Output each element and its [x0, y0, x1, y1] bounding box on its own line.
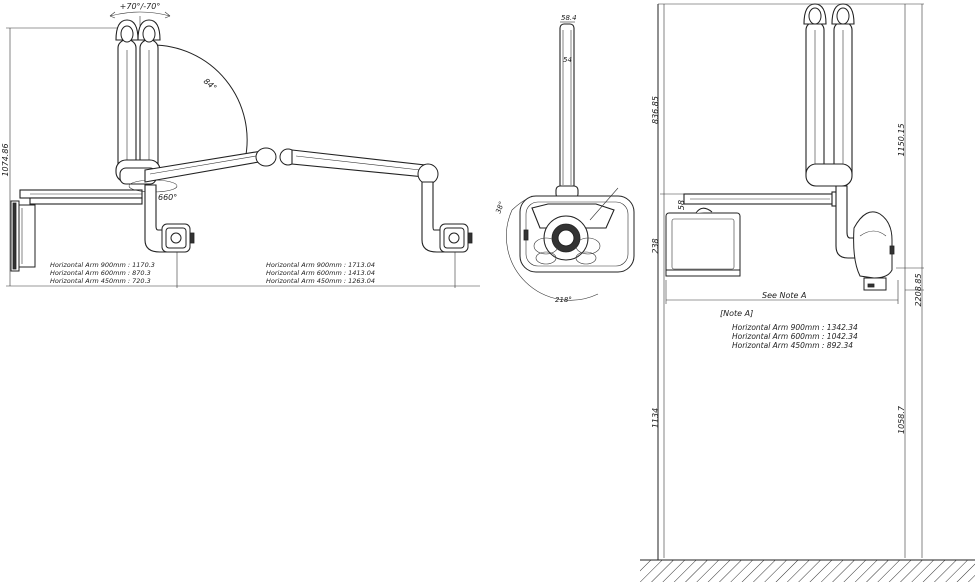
height-dimension: 1074.86: [1, 143, 10, 176]
sweep-label: 218°: [555, 296, 572, 304]
extension-arm: [144, 147, 439, 185]
box-height-dimension: 238: [651, 238, 660, 253]
vertical-arm: [115, 19, 161, 185]
angle-label: 84°: [202, 77, 219, 93]
tilt-label: 38°: [494, 200, 506, 214]
reach-right-3: Horizontal Arm 450mm : 1263.04: [266, 277, 375, 285]
front-view: 1074.86 +70°/-70° 84°: [1, 2, 480, 288]
upper-dimension: 836.85: [651, 96, 660, 124]
floor-hatch: [640, 560, 975, 582]
floor-right-dimension: 1058.7: [897, 405, 906, 434]
inner-width-label: 54: [563, 56, 572, 64]
reach-left-1: Horizontal Arm 900mm : 1170.3: [50, 261, 155, 269]
box-top-dimension: 58: [677, 200, 686, 210]
note-line-2: Horizontal Arm 600mm : 1042.34: [732, 332, 858, 341]
floor-left-dimension: 1134: [651, 408, 660, 428]
reach-right-2: Horizontal Arm 600mm : 1413.04: [266, 269, 375, 277]
note-line-3: Horizontal Arm 450mm : 892.34: [732, 341, 853, 350]
rotation-label: +70°/-70°: [120, 2, 161, 11]
reach-right-1: Horizontal Arm 900mm : 1713.04: [266, 261, 375, 269]
note-title: [Note A]: [720, 309, 753, 318]
swivel-label: 660°: [158, 193, 177, 202]
total-dimension: 2208.85: [914, 273, 923, 306]
reach-left-2: Horizontal Arm 600mm : 870.3: [50, 269, 151, 277]
see-note-label: See Note A: [762, 291, 806, 300]
reach-left-3: Horizontal Arm 450mm : 720.3: [50, 277, 151, 285]
note-line-1: Horizontal Arm 900mm : 1342.34: [732, 323, 858, 332]
side-view: 836.85 1134 238 58 See Note A: [640, 3, 975, 582]
top-view: 58.4 54 38° 218°: [494, 14, 635, 304]
top-width-label: 58.4: [561, 14, 577, 22]
arm-dimension: 1150.15: [897, 123, 906, 156]
